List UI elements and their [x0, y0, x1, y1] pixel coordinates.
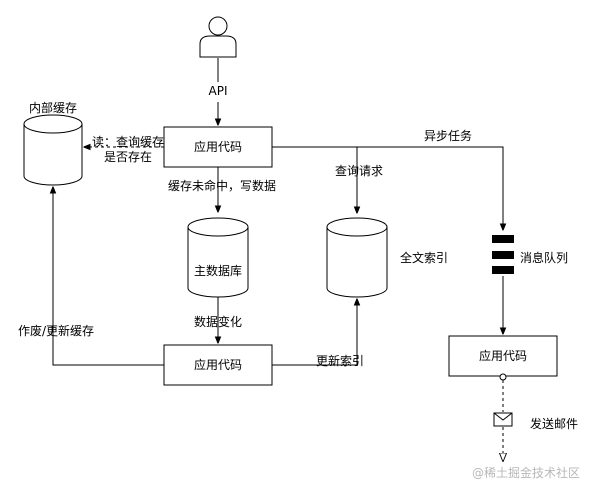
update-index-label: 更新索引	[316, 353, 364, 368]
internal-cache-cylinder	[23, 114, 83, 186]
main-db-label: 主数据库	[194, 263, 242, 278]
edge-start-circle	[499, 373, 507, 381]
fulltext-index-label: 全文索引	[400, 250, 448, 265]
user-icon	[199, 16, 237, 58]
message-queue-icon	[492, 235, 514, 274]
app-code-right-box	[448, 335, 558, 377]
read-cache-label-1: 读：查询缓存	[92, 135, 164, 149]
invalidate-cache-label: 作废/更新缓存	[18, 323, 94, 338]
app-code-bottom-label: 应用代码	[194, 357, 242, 372]
message-queue-label: 消息队列	[520, 250, 568, 265]
edge-query-request	[272, 146, 357, 213]
api-label: API	[209, 84, 228, 98]
app-code-top-label: 应用代码	[194, 139, 242, 154]
read-cache-label-2: 是否存在	[104, 150, 152, 164]
edge-async-task	[272, 146, 503, 230]
main-db-cylinder	[187, 217, 249, 298]
data-change-label: 数据变化	[194, 314, 242, 329]
envelope-icon	[493, 412, 513, 427]
send-email-label: 发送邮件	[530, 416, 578, 431]
fulltext-index-cylinder	[326, 217, 388, 298]
async-task-label: 异步任务	[424, 128, 472, 143]
edge-update-index	[272, 299, 357, 366]
watermark: @稀土掘金技术社区	[472, 465, 580, 480]
internal-cache-title: 内部缓存	[29, 100, 77, 115]
app-code-right-label: 应用代码	[479, 348, 527, 363]
query-request-label: 查询请求	[335, 164, 383, 178]
edge-invalidate-cache	[53, 187, 164, 366]
cache-miss-label: 缓存未命中，写数据	[168, 178, 276, 193]
